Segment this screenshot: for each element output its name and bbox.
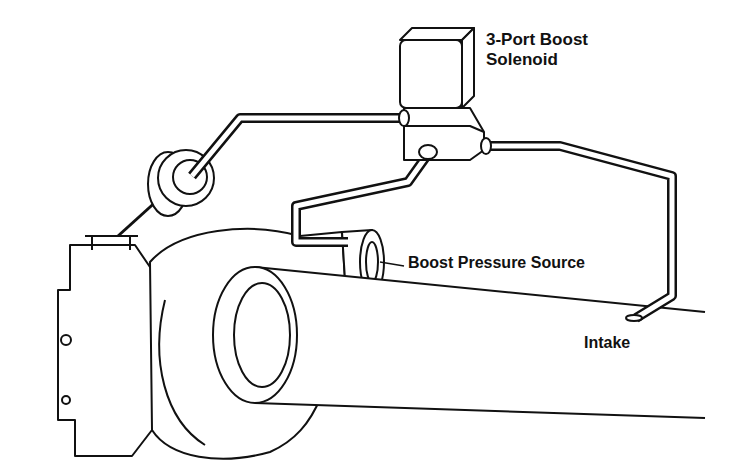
valve-body xyxy=(404,108,484,160)
port-left xyxy=(399,110,409,126)
inlet-bore xyxy=(234,283,290,387)
turbine-body xyxy=(58,245,152,456)
pipe-body xyxy=(255,267,705,418)
housing-bolt xyxy=(62,396,70,404)
part-label: Boost Pressure Source xyxy=(408,254,585,272)
port-center xyxy=(419,145,437,159)
coil-side xyxy=(462,28,474,108)
pipe-bottom-edge xyxy=(255,403,705,418)
pipe-top-edge xyxy=(255,267,705,312)
part-label: Intake xyxy=(584,334,630,352)
hose-outline xyxy=(488,146,672,318)
wastegate-bracket xyxy=(85,236,138,250)
intake-pipe xyxy=(213,267,705,418)
hose-outline xyxy=(296,154,428,242)
housing-bolt xyxy=(61,335,71,345)
volute-seam xyxy=(159,300,205,445)
hose-core xyxy=(192,118,402,176)
compressor-inlet xyxy=(213,267,297,403)
leader-line xyxy=(380,262,404,266)
coil-front xyxy=(400,40,462,108)
part-label: 3-Port Boost Solenoid xyxy=(486,30,596,69)
port-right xyxy=(481,138,491,154)
hose-core xyxy=(488,146,672,318)
outlet-port xyxy=(366,242,378,282)
turbine-housing xyxy=(58,198,160,456)
boost-solenoid xyxy=(399,28,491,160)
hose-core xyxy=(296,154,428,242)
hose-fitting xyxy=(626,315,642,321)
valve-seam xyxy=(404,126,484,132)
vacuum-hoses xyxy=(192,118,672,321)
hose-outline xyxy=(192,118,402,176)
